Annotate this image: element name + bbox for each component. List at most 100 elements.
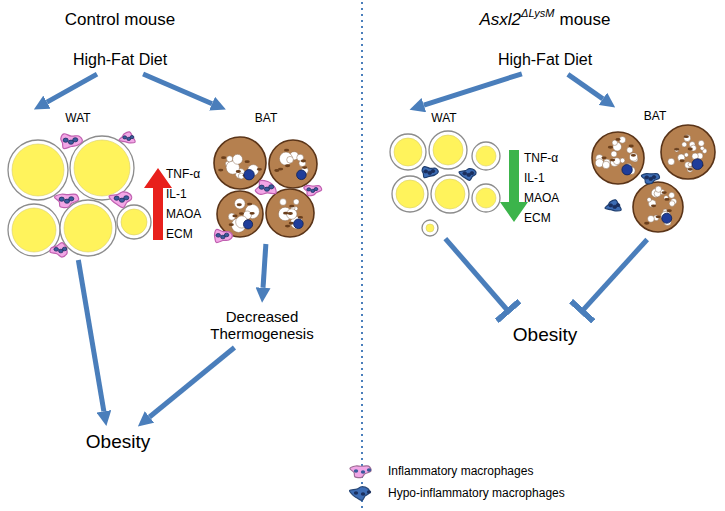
lipid-droplet [433,135,463,165]
macrophage-nucleus [114,196,119,200]
marker-label: ECM [524,212,551,225]
mitochondrion [236,170,241,173]
macrophage-nucleus [124,196,129,200]
wat-illustration [8,132,151,257]
lipid-droplet [280,199,287,206]
legend-swatch-frame [340,484,384,502]
macrophage-nucleus [59,197,64,201]
white-adipocyte [390,134,426,170]
macrophage-nucleus [130,136,134,139]
lipid-droplet [279,152,292,165]
macrophage-nucleus [645,176,649,179]
brown-adipocyte [661,125,715,179]
mitochondrion [651,204,656,207]
node-text: High-Fat Diet [498,51,592,69]
mitochondrion [257,168,262,171]
lipid-droplet [293,199,299,205]
mitochondrion [644,222,649,225]
macrophage-nucleus [269,185,274,189]
white-adipocyte [472,142,500,170]
lipid-droplet [647,197,651,201]
panel-divider [361,2,363,509]
bat-illustration [592,125,715,232]
mitochondrion [250,212,255,215]
lipid-droplet [287,156,294,163]
tissue-panel: BAT [590,108,720,238]
outcome-label: Decreased Thermogenesis [197,304,327,347]
outcome-label: Obesity [80,427,156,457]
node-text: High-Fat Diet [73,51,167,69]
mitochondrion [237,203,242,206]
decrease-arrow [500,150,528,222]
lipid-droplet [394,138,422,166]
marker-label: TNF-α [166,168,200,181]
mitochondrion [610,159,615,162]
mitochondrion [601,156,606,159]
mitochondrion [285,225,290,228]
mitochondrion [629,145,634,148]
lipid-droplet [121,209,147,235]
mitochondrion [302,166,307,169]
tissue-panel: WAT [3,110,153,258]
macrophage-nucleus [652,176,656,179]
node-text: WAT [385,112,503,126]
white-adipocyte [472,184,500,212]
legend-text: Inflammatory macrophages [388,464,533,478]
inflammatory-macrophage [119,132,135,143]
diet-label: High-Fat Diet [67,47,173,73]
lipid-droplet [700,146,704,150]
lipid-droplet [678,154,685,161]
lipid-droplet [669,192,675,198]
mitochondrion [218,169,223,172]
lipid-droplet [612,140,617,145]
mitochondrion [247,203,252,206]
outcome-label: Obesity [507,320,583,350]
macrophage-nucleus [314,188,318,191]
lipid-droplet [287,209,297,219]
macrophage-nucleus [424,170,428,173]
mitochondrion [245,160,250,163]
mitochondrion [667,209,672,212]
heading-text: Asxl2 [479,11,521,30]
cell-nucleus [622,165,632,175]
lipid-droplet [682,142,687,147]
mitochondrion [283,212,288,215]
arrow-connector [424,74,522,105]
cell-nucleus [294,219,304,229]
legend-swatch [350,466,371,478]
macrophage-nucleus [123,136,127,139]
marker-label: MAOA [166,208,201,221]
macrophage-nucleus [216,233,220,237]
white-adipocyte [60,200,116,256]
lipid-droplet [613,158,620,165]
mitochondrion [285,164,290,167]
diet-label: High-Fat Diet [492,47,598,73]
brown-adipocyte [266,189,314,237]
mitochondrion [688,148,693,151]
white-adipocyte [117,205,151,239]
heading-text: mouse [560,11,611,30]
marker-label: TNF-α [524,152,558,165]
inflammatory-macrophage [304,185,322,195]
panel-heading: Asxl2ΔLysMmouse [479,11,610,30]
legend-text: Hypo-inflammatory macrophages [388,486,565,500]
lipid-droplet [620,158,625,163]
legend-entry: Hypo-inflammatory macrophages [340,484,565,502]
node-text: Obesity [86,431,150,453]
mitochondrion [615,138,620,141]
macrophage-nucleus [354,491,358,495]
macrophage-nucleus [54,247,58,251]
macrophage-nucleus [307,188,311,191]
lipid-droplet [688,163,692,167]
inflammatory-macrophage [214,229,232,242]
lipid-droplet [675,148,679,152]
lipid-droplet [227,156,233,162]
macrophage-body [304,185,322,195]
inflammatory-macrophage [61,134,83,149]
mitochondrion [679,159,684,162]
lipid-droplet [669,201,675,207]
macrophage-nucleus [259,185,264,189]
macrophage-body [605,200,621,211]
inhibition-connector [582,239,647,311]
white-adipocyte [8,140,68,200]
